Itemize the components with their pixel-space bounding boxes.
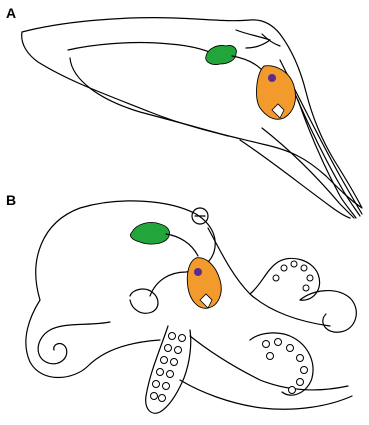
cuttlefish-mantle-outline bbox=[22, 18, 362, 208]
cuttlefish-body-contour bbox=[70, 58, 228, 136]
octopus-suckers-right-top bbox=[273, 261, 313, 291]
octopus-suckers-lower-left bbox=[151, 333, 186, 402]
cuttlefish-fin-line bbox=[68, 43, 222, 58]
octopus-optic-lobe bbox=[130, 222, 169, 244]
octopus-siphon bbox=[130, 289, 158, 313]
cuttlefish-optic-lobe bbox=[206, 45, 237, 64]
octopus-brain-detail bbox=[194, 268, 202, 276]
cuttlefish-arm-4 bbox=[262, 128, 354, 218]
octopus-arm-bottom-lower bbox=[180, 380, 352, 409]
cuttlefish-eye-contour bbox=[262, 34, 280, 46]
cuttlefish-arm-3 bbox=[298, 100, 356, 218]
cuttlefish-head-contour bbox=[236, 30, 270, 48]
octopus-optic-tract bbox=[166, 234, 198, 256]
octopus-suckers-right-lower bbox=[263, 339, 308, 394]
cuttlefish-optic-tract bbox=[232, 56, 262, 70]
cuttlefish-brain-detail bbox=[268, 74, 276, 82]
octopus-illustration bbox=[26, 201, 356, 413]
cuttlefish-illustration bbox=[22, 18, 362, 218]
cuttlefish-arm-5 bbox=[240, 140, 350, 218]
